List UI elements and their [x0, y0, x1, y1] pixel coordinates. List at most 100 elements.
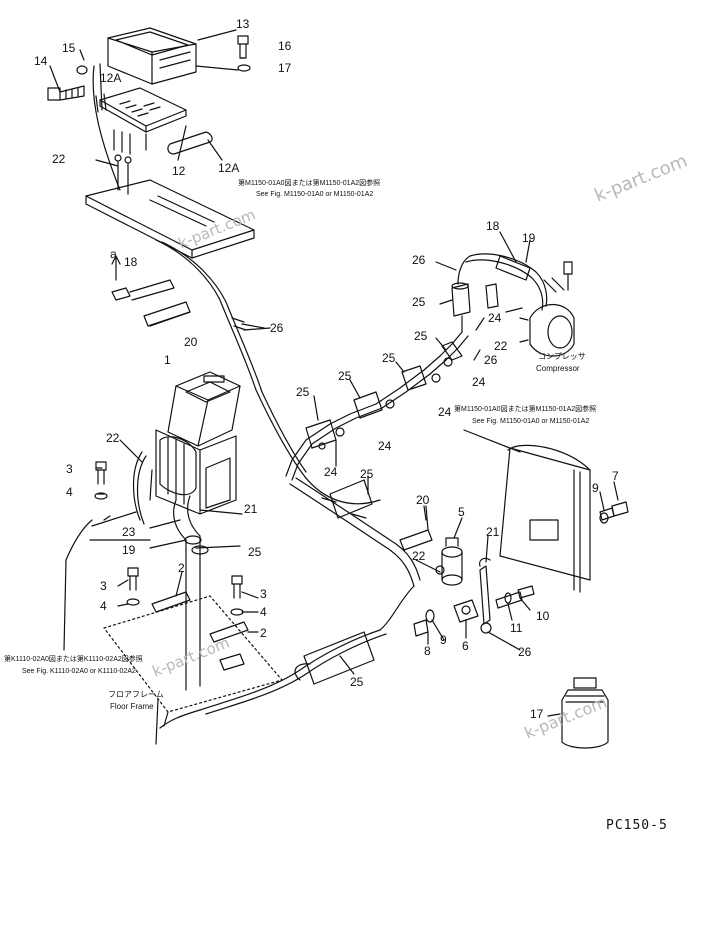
- callout-6: 6: [462, 639, 469, 653]
- floor-frame-label-jp: フロアフレーム: [108, 690, 164, 699]
- bolt-part: [485, 283, 499, 309]
- connector-part: [495, 255, 531, 281]
- callout-9: 9: [592, 481, 599, 495]
- harness-wire: [469, 253, 548, 307]
- callout-21: 21: [486, 525, 500, 539]
- callout-24: 24: [472, 375, 486, 389]
- air-conditioner-unit-part: [155, 371, 241, 515]
- callout-5: 5: [458, 505, 465, 519]
- callout-22: 22: [494, 339, 508, 353]
- bracket-part: [209, 621, 249, 643]
- callout-9: 9: [440, 633, 447, 647]
- callout-4: 4: [66, 485, 73, 499]
- callout-12a: 12A: [218, 161, 240, 175]
- bolt-part: [237, 35, 251, 72]
- callout-25: 25: [382, 351, 396, 365]
- receiver-drier-part: [561, 677, 609, 749]
- reference-note-jp: 第M1150-01A0図または第M1150-01A2図参照: [238, 180, 381, 187]
- bracket-panel-part: [499, 444, 591, 593]
- controller-box-part: [107, 27, 197, 85]
- callout-15: 15: [62, 41, 76, 55]
- callout-25: 25: [338, 369, 352, 383]
- connector-part: [111, 279, 175, 301]
- callout-25: 25: [414, 329, 428, 343]
- compressor-part: [519, 304, 575, 357]
- compressor-label: Compressor: [536, 364, 580, 373]
- reference-note-jp: 第M1150-01A0図または第M1150-01A2図参照: [454, 406, 597, 413]
- callout-14: 14: [34, 54, 48, 68]
- reference-note-jp: 第K1110-02A0図または第K1110-02A2図参照: [4, 656, 143, 663]
- floor-frame-part: [63, 519, 283, 745]
- callout-21: 21: [244, 502, 258, 516]
- callout-3: 3: [66, 462, 73, 476]
- callout-11: 11: [510, 621, 523, 635]
- controller-plate-part: [99, 87, 187, 133]
- callout-24: 24: [378, 439, 392, 453]
- callout-3: 3: [100, 579, 107, 593]
- floor-frame-label: Floor Frame: [110, 702, 154, 711]
- bolt-part: [94, 461, 244, 616]
- drawing-code: PC150-5: [606, 818, 668, 833]
- callout-24: 24: [438, 405, 452, 419]
- callout-19: 19: [522, 231, 536, 245]
- callout-25: 25: [296, 385, 310, 399]
- filter-part: [441, 537, 463, 586]
- callout-22: 22: [412, 549, 426, 563]
- callout-23: 23: [122, 525, 136, 539]
- callout-3: 3: [260, 587, 267, 601]
- callout-12a: 12A: [100, 71, 122, 85]
- callout-17: 17: [530, 707, 544, 721]
- harness-wire: [379, 585, 415, 631]
- callout-26: 26: [270, 321, 284, 335]
- callout-4: 4: [260, 605, 267, 619]
- callout-22: 22: [52, 152, 66, 166]
- callout-16: 16: [278, 39, 292, 53]
- callout-24: 24: [324, 465, 338, 479]
- callout-20: 20: [184, 335, 198, 349]
- washer-part: [76, 65, 88, 75]
- callout-12: 12: [172, 164, 186, 178]
- harness-wire: [159, 629, 381, 729]
- tube-part: [167, 131, 213, 155]
- harness-wire: [92, 65, 121, 191]
- harness-wire: [285, 331, 463, 477]
- callout-18: 18: [486, 219, 500, 233]
- callout-26: 26: [412, 253, 426, 267]
- bracket-part: [151, 591, 191, 613]
- bolt-part: [47, 85, 85, 101]
- reference-note-en: See Fig. M1150-01A0 or M1150-01A2: [256, 191, 374, 198]
- callout-8: 8: [424, 644, 431, 658]
- relay-part: [303, 341, 463, 685]
- bracket-part: [453, 599, 479, 623]
- reference-note-en: See Fig. M1150-01A0 or M1150-01A2: [472, 418, 590, 425]
- relay-part: [451, 282, 471, 333]
- callout-20: 20: [416, 493, 430, 507]
- callout-17: 17: [278, 61, 292, 75]
- duct-part: [173, 495, 202, 691]
- hose-part: [399, 529, 433, 551]
- compressor-label-jp: コンプレッサ: [538, 352, 586, 361]
- callout-a: a: [110, 247, 117, 261]
- callout-4: 4: [100, 599, 107, 613]
- mounting-board-part: [85, 179, 255, 259]
- callout-2: 2: [178, 561, 185, 575]
- harness-wire: [132, 451, 147, 525]
- callout-13: 13: [236, 17, 250, 31]
- harness-wire: [155, 239, 381, 505]
- callout-2: 2: [260, 626, 267, 640]
- callout-25: 25: [360, 467, 374, 481]
- callout-24: 24: [488, 311, 502, 325]
- bolt-part: [599, 501, 629, 524]
- reference-note-en: See Fig. K1110-02A0 or K1110-02A2: [22, 668, 136, 675]
- callout-26: 26: [484, 353, 498, 367]
- callout-10: 10: [536, 609, 550, 623]
- callout-19: 19: [122, 543, 136, 557]
- nut-part: [413, 619, 429, 637]
- callout-25: 25: [350, 675, 364, 689]
- callout-25: 25: [412, 295, 426, 309]
- callout-18: 18: [124, 255, 138, 269]
- callout-1: 1: [164, 353, 171, 367]
- callout-26: 26: [518, 645, 532, 659]
- callout-22: 22: [106, 431, 120, 445]
- callout-7: 7: [612, 469, 619, 483]
